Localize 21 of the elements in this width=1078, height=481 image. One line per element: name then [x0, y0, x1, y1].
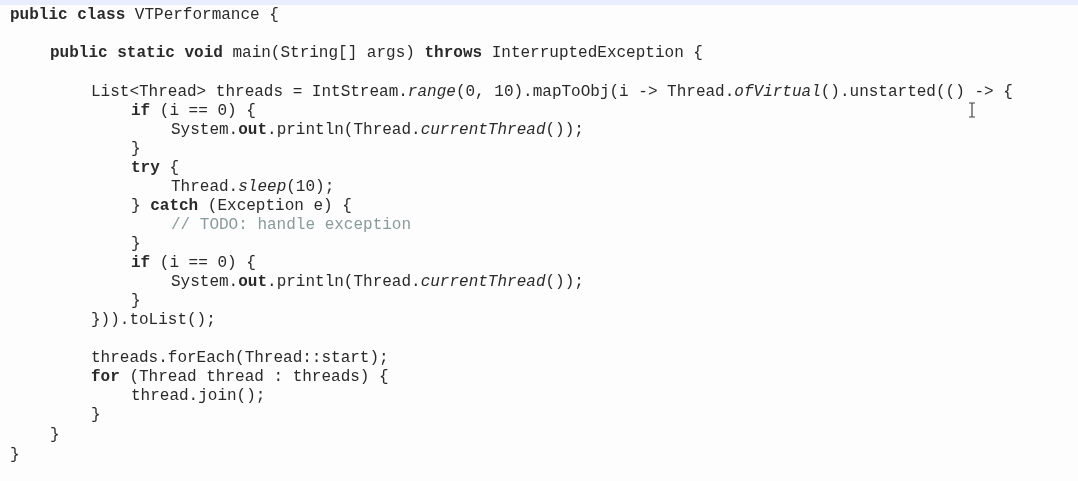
- code-line: try {: [131, 159, 179, 177]
- code-line: List<Thread> threads = IntStream.range(0, 10).mapToObj(i -> Thread.ofVirtual().unstarted(() -> {: [91, 83, 1013, 101]
- code-line: } catch (Exception e) {: [131, 197, 352, 215]
- code-line: public static void main(String[] args) throws InterruptedException {: [50, 44, 703, 62]
- code-line: }: [131, 140, 141, 158]
- code-line: System.out.println(Thread.currentThread());: [171, 273, 584, 291]
- code-line: }: [10, 446, 20, 464]
- code-comment: // TODO: handle exception: [171, 216, 412, 234]
- code-line: threads.forEach(Thread::start);: [91, 349, 389, 367]
- code-line: public class VTPerformance {: [10, 6, 279, 24]
- code-line: System.out.println(Thread.currentThread());: [171, 121, 584, 139]
- code-line: thread.join();: [131, 387, 266, 405]
- code-line: }: [91, 406, 101, 424]
- code-line: if (i == 0) {: [131, 254, 256, 272]
- code-line: }: [131, 235, 141, 253]
- code-line: }: [50, 426, 60, 444]
- code-line: })).toList();: [91, 311, 216, 329]
- code-line: for (Thread thread : threads) {: [91, 368, 389, 386]
- code-line: }: [131, 292, 141, 310]
- code-line: if (i == 0) {: [131, 102, 256, 120]
- code-line: Thread.sleep(10);: [171, 178, 335, 196]
